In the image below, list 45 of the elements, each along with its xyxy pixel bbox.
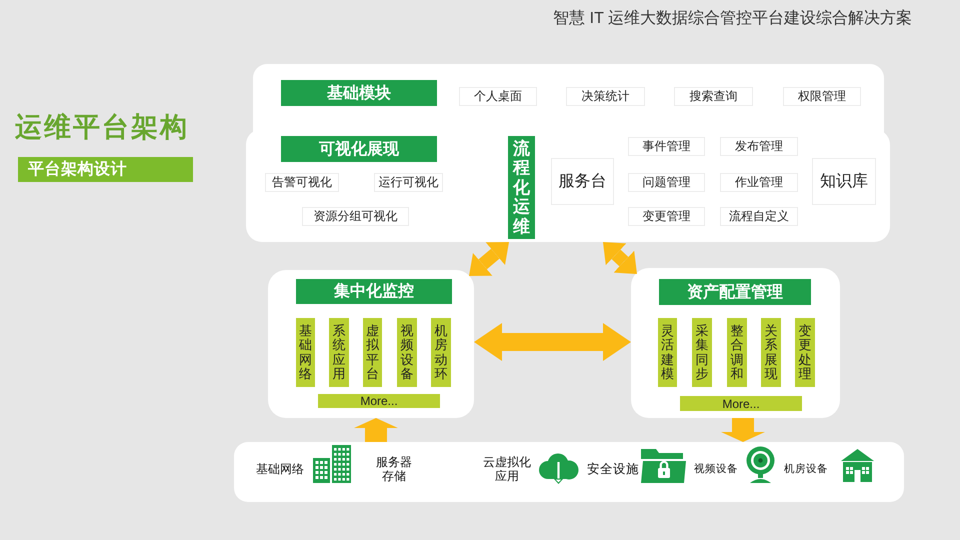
category-bar: 采集同步 xyxy=(692,318,712,387)
function-tile: 事件管理 xyxy=(628,137,705,156)
category-bar: 基础网络 xyxy=(296,318,315,387)
module-header: 可视化展现 xyxy=(281,136,437,162)
function-tile: 个人桌面 xyxy=(459,87,537,106)
function-tile: 权限管理 xyxy=(783,87,861,106)
function-tile: 决策统计 xyxy=(566,87,645,106)
bottom-bar xyxy=(234,442,904,502)
item-label: 安全设施 xyxy=(587,462,639,476)
category-bar: 机房动环 xyxy=(431,318,451,387)
module-header: 集中化监控 xyxy=(296,279,452,304)
item-label: 基础网络 xyxy=(256,462,304,476)
item-label: 机房设备 xyxy=(784,462,828,476)
more-bar: More... xyxy=(318,394,440,408)
module-header: 基础模块 xyxy=(281,80,437,106)
category-bar: 虚拟平台 xyxy=(363,318,382,387)
header-text: 智慧 IT 运维大数据综合管控平台建设综合解决方案 xyxy=(553,9,912,29)
block-arrow xyxy=(474,323,631,361)
page-title: 运维平台架构 xyxy=(15,111,189,143)
category-bar: 系统应用 xyxy=(329,318,349,387)
item-label: 服务器存储 xyxy=(375,455,413,483)
item-label: 云虚拟化应用 xyxy=(482,455,532,483)
subtitle-banner: 平台架构设计 xyxy=(18,157,193,182)
module-header: 资产配置管理 xyxy=(659,279,811,305)
category-bar: 视频设备 xyxy=(397,318,417,387)
block-arrow xyxy=(354,418,398,442)
more-bar: More... xyxy=(680,396,802,411)
function-tile: 资源分组可视化 xyxy=(302,207,409,226)
function-tile: 变更管理 xyxy=(628,207,705,226)
vertical-header: 流程化运维 xyxy=(508,136,535,239)
function-tile: 运行可视化 xyxy=(374,173,443,192)
function-tile: 搜索查询 xyxy=(674,87,753,106)
function-tile: 告警可视化 xyxy=(265,173,339,192)
function-tile: 服务台 xyxy=(551,158,614,205)
function-tile: 流程自定义 xyxy=(720,207,798,226)
item-label: 视频设备 xyxy=(694,462,738,476)
category-bar: 整合调和 xyxy=(727,318,747,387)
category-bar: 变更处理 xyxy=(795,318,815,387)
category-bar: 关系展现 xyxy=(761,318,781,387)
function-tile: 知识库 xyxy=(812,158,876,205)
function-tile: 作业管理 xyxy=(720,173,798,192)
block-arrow xyxy=(721,418,765,442)
function-tile: 问题管理 xyxy=(628,173,705,192)
function-tile: 发布管理 xyxy=(720,137,798,156)
category-bar: 灵活建模 xyxy=(658,318,677,387)
